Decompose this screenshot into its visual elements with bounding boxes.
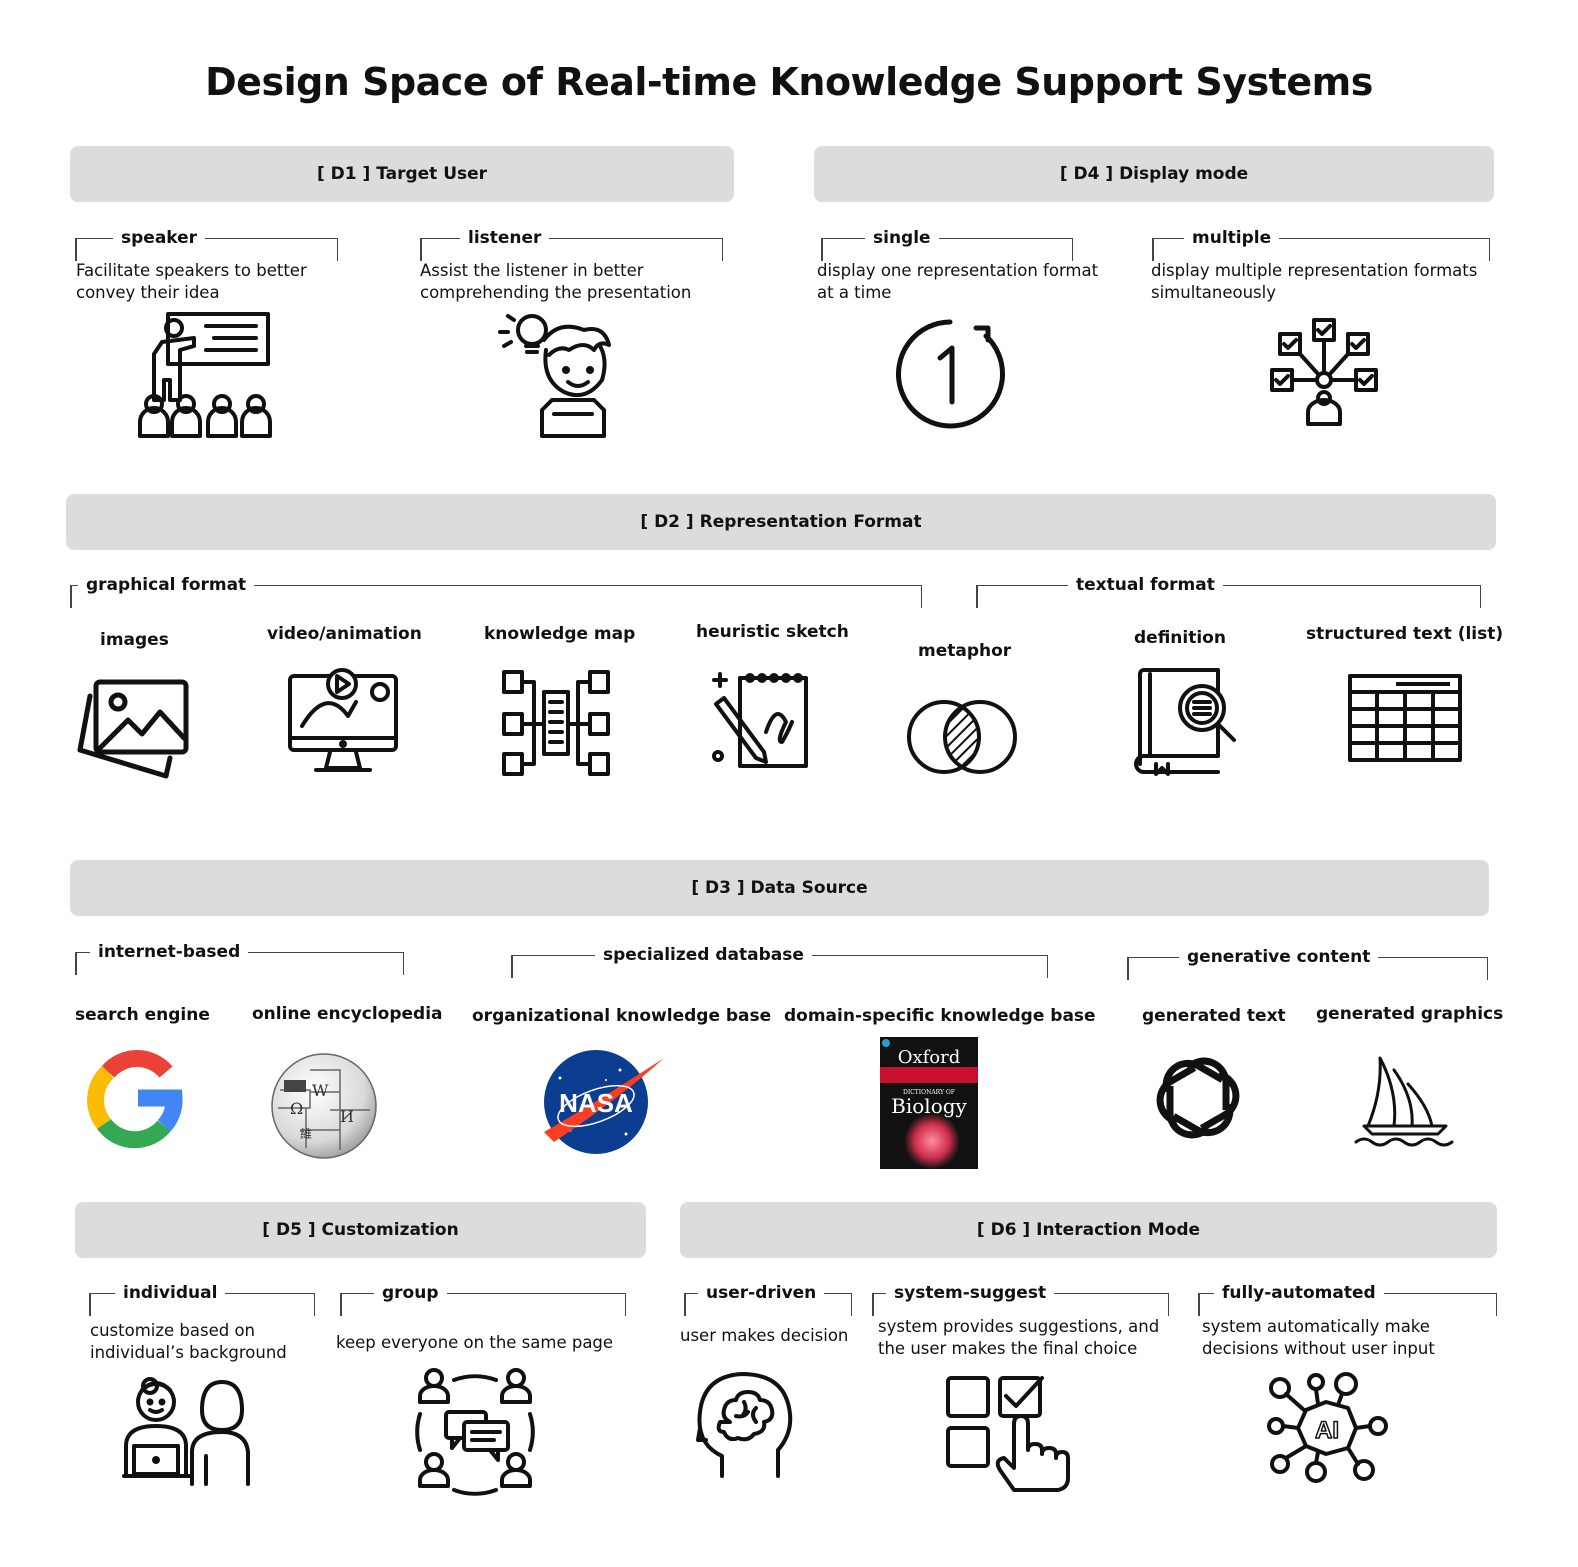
bracket-speaker: speaker [75,227,338,262]
individual-label: individual [115,1282,226,1304]
source-generated-text-label: generated text [1142,1006,1286,1026]
single-desc-line1: display one representation format [817,261,1099,280]
heuristic-sketch-icon [708,668,812,776]
textual-format-label: textual format [1068,574,1223,596]
group-desc-line1: keep everyone on the same page [336,1333,614,1352]
format-structured-text-label: structured text (list) [1306,624,1504,644]
source-domain-kb-label: domain-specific knowledge base [784,1006,1096,1026]
metaphor-venn-icon [906,696,1018,782]
definition-book-search-icon [1134,668,1242,782]
individual-desc-line1: customize based on [90,1321,256,1340]
section-header-d2: [ D2 ] Representation Format [66,494,1496,550]
source-search-engine-label: search engine [75,1005,210,1025]
group-discussion-icon [412,1366,538,1498]
fully-automated-desc-line1: system automatically make [1202,1317,1430,1336]
format-images-label: images [100,630,169,650]
single-cycle-icon [894,318,1006,434]
bracket-group: group [340,1282,626,1317]
bracket-fully-automated: fully-automated [1198,1282,1497,1317]
svg-text:W: W [312,1081,329,1100]
oxford-biology-book-icon: Oxford DICTIONARY OF Biology [880,1037,978,1173]
multiple-desc-line2: simultaneously [1151,283,1276,302]
nasa-logo-icon: NASA [540,1050,666,1160]
svg-text:Ω: Ω [290,1099,303,1118]
format-knowledge-map-label: knowledge map [484,624,636,644]
format-video-label: video/animation [267,624,422,644]
ai-network-icon: AI [1266,1372,1390,1488]
individual-users-laptop-icon [120,1376,250,1490]
system-suggest-label: system-suggest [886,1282,1055,1304]
listener-label: listener [460,227,550,249]
section-header-d3: [ D3 ] Data Source [70,860,1489,916]
bracket-user-driven: user-driven [684,1282,852,1317]
bracket-generative-content: generative content [1127,946,1488,981]
bracket-individual: individual [89,1282,315,1317]
structured-table-icon [1346,672,1464,768]
source-online-encyclopedia-label: online encyclopedia [252,1004,443,1024]
listener-desc-line2: comprehending the presentation [420,283,692,302]
listener-desc-line1: Assist the listener in better [420,261,644,280]
google-logo-icon [87,1050,184,1150]
midjourney-sailboat-icon [1354,1052,1462,1150]
svg-text:И: И [340,1107,354,1126]
multiple-label: multiple [1184,227,1280,249]
svg-text:維: 維 [300,1127,312,1141]
fully-automated-label: fully-automated [1214,1282,1384,1304]
dictionary-of-text: DICTIONARY OF [903,1089,955,1096]
section-header-d5: [ D5 ] Customization [75,1202,646,1258]
bracket-graphical-format: graphical format [70,574,922,609]
group-label: group [374,1282,447,1304]
multiple-checklist-network-icon [1270,318,1380,432]
format-metaphor-label: metaphor [918,641,1012,661]
knowledge-map-icon [500,668,612,784]
individual-desc-line2: individual’s background [90,1343,287,1362]
fully-automated-desc-line2: decisions without user input [1202,1339,1435,1358]
wikipedia-globe-icon: W Ω И 維 [270,1050,378,1164]
image-gallery-icon [76,678,192,786]
speaker-desc-line1: Facilitate speakers to better [76,261,307,280]
speaker-label: speaker [113,227,206,249]
format-heuristic-sketch-label: heuristic sketch [696,622,849,642]
bracket-specialized-database: specialized database [511,944,1048,979]
source-organizational-kb-label: organizational knowledge base [472,1006,772,1026]
listener-lightbulb-icon [494,310,624,444]
user-driven-desc: user makes decision [680,1326,849,1345]
page-title: Design Space of Real-time Knowledge Supp… [205,60,1373,104]
user-driven-label: user-driven [698,1282,825,1304]
presenter-icon [136,310,272,444]
bracket-internet-based: internet-based [75,941,404,976]
section-header-d1: [ D1 ] Target User [70,146,734,202]
openai-logo-icon [1140,1040,1256,1160]
section-header-d4: [ D4 ] Display mode [814,146,1494,202]
specialized-database-label: specialized database [595,944,812,966]
bracket-single: single [821,227,1073,262]
multiple-desc-line1: display multiple representation formats [1151,261,1478,280]
bracket-textual-format: textual format [976,574,1481,609]
graphical-format-label: graphical format [78,574,255,596]
bracket-multiple: multiple [1152,227,1490,262]
ai-text: AI [1315,1417,1339,1444]
system-suggest-desc-line2: the user makes the final choice [878,1339,1138,1358]
oxford-text: Oxford [898,1047,961,1068]
single-label: single [865,227,939,249]
video-monitor-icon [286,666,400,780]
internet-based-label: internet-based [90,941,249,963]
bracket-system-suggest: system-suggest [872,1282,1169,1317]
section-header-d6: [ D6 ] Interaction Mode [680,1202,1497,1258]
format-definition-label: definition [1134,628,1226,648]
system-suggest-desc-line1: system provides suggestions, and [878,1317,1160,1336]
speaker-desc-line2: convey their idea [76,283,220,302]
single-desc-line2: at a time [817,283,892,302]
nasa-text: NASA [559,1088,633,1118]
generative-content-label: generative content [1179,946,1379,968]
brain-head-icon [696,1372,796,1484]
source-generated-graphics-label: generated graphics [1316,1004,1504,1024]
bracket-listener: listener [420,227,723,262]
select-option-hand-icon [944,1374,1070,1500]
